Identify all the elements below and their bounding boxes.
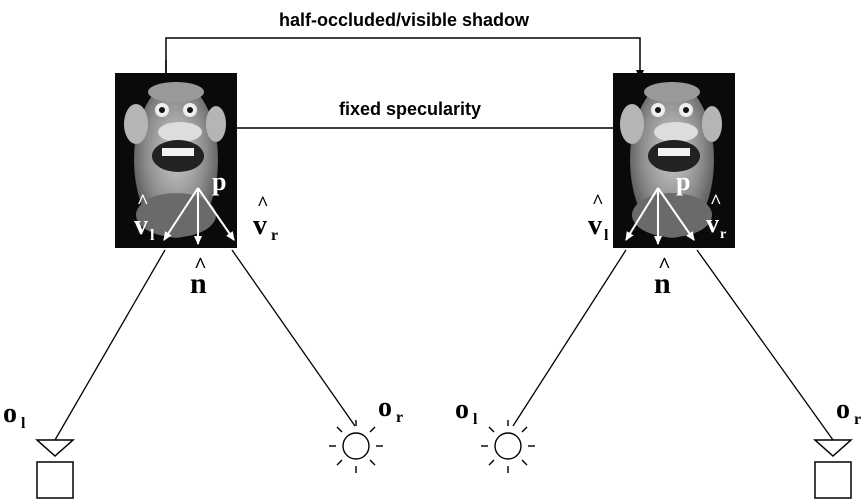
right-n-hat: ^ [658, 252, 671, 277]
right-vl-hat: ^ [592, 191, 604, 213]
left-light-label: o [378, 392, 392, 423]
right-camera-label: o [836, 394, 850, 425]
left-light-source-icon [329, 420, 383, 473]
left-light-sub: r [396, 409, 403, 426]
shadow-link [162, 37, 644, 100]
left-n-hat: ^ [194, 252, 207, 277]
left-camera-icon [35, 439, 75, 499]
right-light-source-icon [481, 420, 535, 473]
right-light-label: o [455, 394, 469, 425]
right-point-label: p [676, 167, 690, 196]
right-light-sub: l [473, 411, 478, 428]
right-vectors [625, 187, 695, 245]
rays [54, 249, 834, 441]
left-n-label: n [190, 267, 207, 300]
left-vr-hat: ^ [257, 193, 269, 215]
left-vr-sub: r [271, 227, 278, 244]
right-camera-sub: r [854, 411, 861, 428]
right-n-label: n [654, 267, 671, 300]
left-vr-label: v [253, 210, 267, 241]
right-toy-photo [613, 73, 735, 248]
left-vl-hat: ^ [137, 191, 149, 213]
shadow-link-label: half-occluded/visible shadow [279, 10, 530, 30]
left-camera-sub: l [21, 415, 26, 432]
left-vl-label: v [134, 210, 148, 241]
left-vl-sub: l [150, 227, 155, 244]
left-camera-label: o [3, 398, 17, 429]
right-camera-icon [813, 439, 853, 499]
right-vl-sub: l [604, 227, 609, 244]
right-vr-sub: r [720, 227, 726, 242]
right-vr-label: v [706, 209, 719, 238]
left-point-label: p [212, 167, 226, 196]
right-vr-hat: ^ [710, 191, 722, 213]
left-vectors [163, 187, 235, 245]
right-vl-label: v [588, 210, 602, 241]
specularity-link-label: fixed specularity [339, 99, 481, 119]
